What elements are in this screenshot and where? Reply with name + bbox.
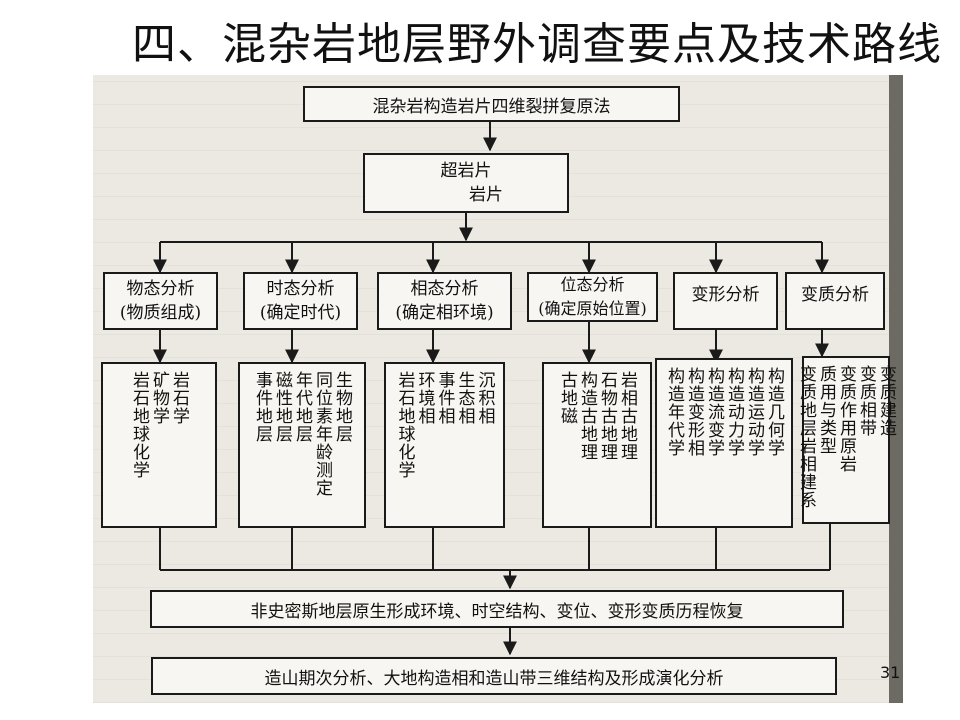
analysis-box-time: 时态分析 (确定时代) (243, 272, 358, 330)
detail-box-facies: 沉积相 生态相 事件相 环境相 岩石地球化学 (384, 362, 505, 528)
analysis-box-material: 物态分析 (物质组成) (103, 272, 218, 330)
detail-term: 变质作用原岩 (836, 365, 856, 473)
detail-box-material: 岩石学 矿物学 岩石地球化学 (101, 362, 217, 528)
detail-term: 构造流变学 (704, 367, 724, 457)
detail-term: 质用与类型 (816, 365, 836, 455)
synthesis-box: 非史密斯地层原生形成环境、时空结构、变位、变形变质历程恢复 (150, 590, 844, 628)
analysis-box-facies: 相态分析 (确定相环境) (377, 272, 512, 330)
analysis-name: 变形分析 (691, 285, 760, 305)
detail-term: 岩石地球化学 (394, 371, 415, 479)
detail-box-metamorphism: 变质建造 变质相带 变质作用原岩 质用与类型 变质地层岩相建系 (796, 356, 896, 524)
detail-term: 岩石地球化学 (129, 371, 149, 479)
analysis-subtitle: (确定原始位置) (538, 299, 647, 318)
rock-slice-super-label: 超岩片 (440, 161, 492, 181)
detail-term: 变质建造 (876, 365, 896, 437)
analysis-box-deformation: 变形分析 (673, 272, 778, 330)
detail-term: 岩石学 (169, 371, 189, 425)
rock-slice-label: 岩片 (469, 185, 503, 205)
method-box: 混杂岩构造岩片四维裂拼复原法 (303, 86, 680, 122)
detail-term: 沉积相 (474, 371, 495, 425)
final-analysis-box: 造山期次分析、大地构造相和造山带三维结构及形成演化分析 (151, 657, 837, 695)
analysis-name: 时态分析 (266, 279, 335, 299)
detail-term: 构造运动学 (744, 367, 764, 457)
detail-term: 变质地层岩相建系 (796, 365, 816, 509)
rock-slice-box: 超岩片 岩片 (363, 153, 569, 213)
detail-term: 石物古地理 (597, 371, 617, 461)
analysis-name: 相态分析 (410, 279, 479, 299)
detail-term: 构造古地理 (577, 371, 597, 461)
detail-box-position: 岩相古地理 石物古地理 构造古地理 古地磁 (542, 362, 652, 528)
detail-term: 生态相 (454, 371, 475, 425)
analysis-box-metamorphism: 变质分析 (785, 272, 885, 330)
detail-term: 构造变形相 (684, 367, 704, 457)
slide-title: 四、混杂岩地层野外调查要点及技术路线 (132, 19, 942, 70)
detail-term: 环境相 (414, 371, 435, 425)
analysis-box-position: 位态分析 (确定原始位置) (527, 272, 658, 322)
analysis-name: 位态分析 (560, 275, 625, 294)
detail-term: 构造动力学 (724, 367, 744, 457)
detail-term: 事件地层 (252, 371, 272, 443)
detail-term: 变质相带 (856, 365, 876, 437)
detail-term: 岩相古地理 (617, 371, 637, 461)
detail-term: 事件相 (434, 371, 455, 425)
detail-term: 构造年代学 (664, 367, 684, 457)
detail-term: 同位素年龄测定 (312, 371, 332, 497)
detail-term: 构造几何学 (764, 367, 784, 457)
page-number: 31 (880, 663, 901, 682)
detail-term: 矿物学 (149, 371, 169, 425)
detail-box-deformation: 构造几何学 构造运动学 构造动力学 构造流变学 构造变形相 构造年代学 (655, 358, 793, 528)
detail-term: 磁性地层 (272, 371, 292, 443)
analysis-name: 变质分析 (801, 285, 869, 305)
detail-term: 年代地层 (292, 371, 312, 443)
detail-box-time: 生物地层 同位素年龄测定 年代地层 磁性地层 事件地层 (238, 362, 366, 528)
analysis-subtitle: (物质组成) (119, 303, 202, 323)
detail-term: 生物地层 (332, 371, 352, 443)
analysis-subtitle: (确定相环境) (395, 303, 494, 323)
analysis-name: 物态分析 (126, 279, 195, 299)
detail-term: 古地磁 (557, 371, 577, 425)
analysis-subtitle: (确定时代) (259, 303, 342, 323)
